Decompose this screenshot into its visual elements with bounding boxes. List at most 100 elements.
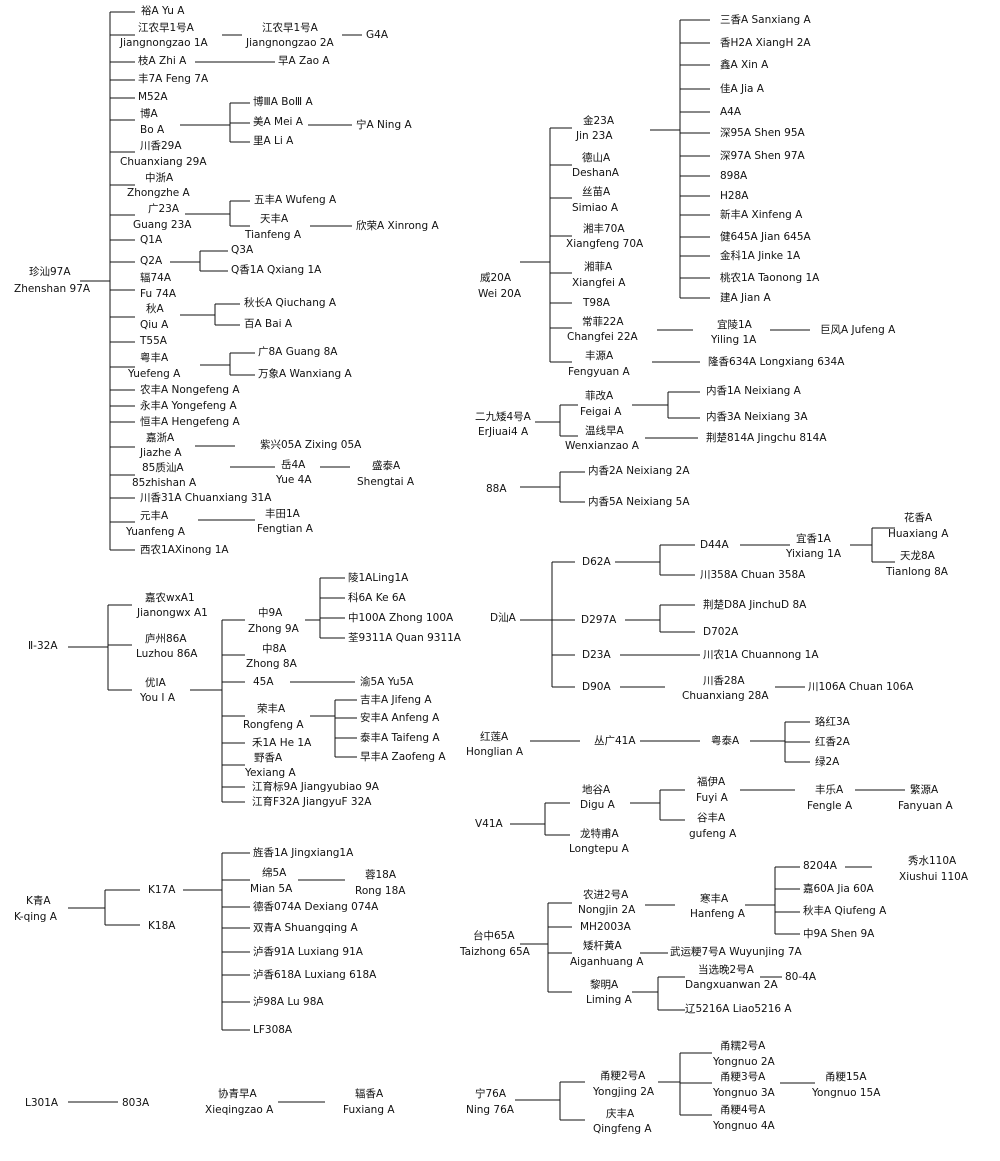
node-label: 红香2A xyxy=(815,736,850,748)
node-label: Shengtai A xyxy=(357,476,415,488)
node-label: You Ⅰ A xyxy=(140,692,176,704)
node-label: 辐香A xyxy=(355,1088,384,1100)
node-label: 广8A Guang 8A xyxy=(258,346,338,358)
node-label: Fuxiang A xyxy=(343,1104,395,1116)
node-label: 甬粳4号A xyxy=(720,1104,766,1116)
node-label: 紫兴05A Zixing 05A xyxy=(260,439,362,451)
node-label: Ⅱ-32A xyxy=(28,640,58,652)
node-label: 中8A xyxy=(262,643,287,655)
node-label: K18A xyxy=(148,920,176,932)
node-label: 旌香1A Jingxiang1A xyxy=(253,847,354,859)
node-label: Yongjing 2A xyxy=(593,1086,655,1098)
node-label: 川香28A xyxy=(703,675,745,687)
node-label: T55A xyxy=(140,335,167,347)
node-label: 宁76A xyxy=(475,1088,507,1100)
node-label: K-qing A xyxy=(14,911,57,923)
node-label: D44A xyxy=(700,539,729,551)
node-label: Jiangnongzao 1A xyxy=(120,37,208,49)
node-label: 江农早1号A xyxy=(262,22,318,34)
node-label: 建A Jian A xyxy=(720,292,771,304)
node-label: T98A xyxy=(583,297,610,309)
node-label: 秋A xyxy=(146,303,164,315)
node-label: 85zhishan A xyxy=(132,477,197,489)
node-label: M52A xyxy=(138,91,168,103)
node-label: 万象A Wanxiang A xyxy=(258,368,352,380)
node-label: 川香31A Chuanxiang 31A xyxy=(140,492,272,504)
node-label: D汕A xyxy=(490,612,516,624)
node-label: G4A xyxy=(366,29,388,41)
node-label: 吉丰A Jifeng A xyxy=(360,694,432,706)
node-label: 元丰A xyxy=(140,510,169,522)
node-label: 武运粳7号A Wuyunjing 7A xyxy=(670,946,802,958)
node-label: Q2A xyxy=(140,255,163,267)
node-label: 盛泰A xyxy=(372,460,401,472)
node-label: 中9A Shen 9A xyxy=(803,928,875,940)
node-label: 湘丰70A xyxy=(583,223,625,235)
node-label: 甬粳3号A xyxy=(720,1071,766,1083)
node-label: Fanyuan A xyxy=(898,800,953,812)
node-label: 泸香618A Luxiang 618A xyxy=(253,969,377,981)
node-label: Fengyuan A xyxy=(568,366,630,378)
node-label: 荆楚D8A JinchuD 8A xyxy=(703,599,807,611)
node-label: 江农早1号A xyxy=(138,22,194,34)
node-label: 博A xyxy=(140,108,158,120)
node-label: Changfei 22A xyxy=(567,331,638,343)
node-label: V41A xyxy=(475,818,503,830)
node-label: 庆丰A xyxy=(606,1108,635,1120)
node-label: Nongjin 2A xyxy=(578,904,636,916)
node-label: 宁A Ning A xyxy=(356,119,412,131)
node-label: 秋长A Qiuchang A xyxy=(244,297,337,309)
node-label: 新丰A Xinfeng A xyxy=(720,209,803,221)
node-label: 博ⅢA BoⅢ A xyxy=(253,96,313,108)
node-label: Yuefeng A xyxy=(128,368,181,380)
node-label: 珞红3A xyxy=(815,716,850,728)
node-label: 里A Li A xyxy=(253,135,294,147)
node-label: Fu 74A xyxy=(140,288,177,300)
node-label: 珍汕97A xyxy=(29,266,71,278)
node-label: 健645A Jian 645A xyxy=(720,231,811,243)
node-label: 广23A xyxy=(148,203,180,215)
node-label: Zhong 9A xyxy=(248,623,299,635)
node-label: Fengtian A xyxy=(257,523,313,535)
node-label: 荃9311A Quan 9311A xyxy=(348,632,461,644)
node-label: 矮杆黄A xyxy=(583,940,622,952)
node-label: 丰乐A xyxy=(815,784,844,796)
node-label: 宜香1A xyxy=(796,533,831,545)
node-label: Rong 18A xyxy=(355,885,406,897)
node-label: D702A xyxy=(703,626,739,638)
node-label: 泰丰A Taifeng A xyxy=(360,732,440,744)
node-label: K青A xyxy=(26,895,51,907)
node-label: 88A xyxy=(486,483,507,495)
node-label: 繁源A xyxy=(910,784,939,796)
node-label: 桃农1A Taonong 1A xyxy=(720,272,820,284)
node-label: 丰源A xyxy=(585,350,614,362)
node-label: 秀水110A xyxy=(908,855,957,867)
node-label: 宜陵1A xyxy=(717,319,752,331)
node-label: H28A xyxy=(720,190,749,202)
node-label: Luzhou 86A xyxy=(136,648,198,660)
node-label: 丝苗A xyxy=(582,186,611,198)
node-label: Q3A xyxy=(231,244,254,256)
node-label: 天龙8A xyxy=(900,550,935,562)
node-label: 安丰A Anfeng A xyxy=(360,712,440,724)
node-label: Yongnuo 4A xyxy=(713,1120,775,1132)
node-label: Yexiang A xyxy=(245,767,296,779)
node-label: 裕A Yu A xyxy=(141,5,185,17)
node-label: 80-4A xyxy=(785,971,817,983)
node-label: 双青A Shuangqing A xyxy=(253,922,358,934)
node-label: Digu A xyxy=(580,799,615,811)
node-label: 绵5A xyxy=(262,867,287,879)
node-label: 陵1ALing1A xyxy=(348,572,409,584)
node-label: Chuanxiang 29A xyxy=(120,156,207,168)
node-label: 香H2A XiangH 2A xyxy=(720,37,811,49)
node-label: 温线早A xyxy=(585,425,624,437)
node-label: 深97A Shen 97A xyxy=(720,150,805,162)
node-label: Q香1A Qxiang 1A xyxy=(231,264,322,276)
node-label: 绿2A xyxy=(815,756,840,768)
node-label: 龙特甫A xyxy=(580,828,619,840)
node-label: 嘉60A Jia 60A xyxy=(803,883,874,895)
node-label: 辐74A xyxy=(140,272,172,284)
node-label: Yixiang 1A xyxy=(786,548,842,560)
node-label: 45A xyxy=(253,676,274,688)
node-label: Mian 5A xyxy=(250,883,293,895)
